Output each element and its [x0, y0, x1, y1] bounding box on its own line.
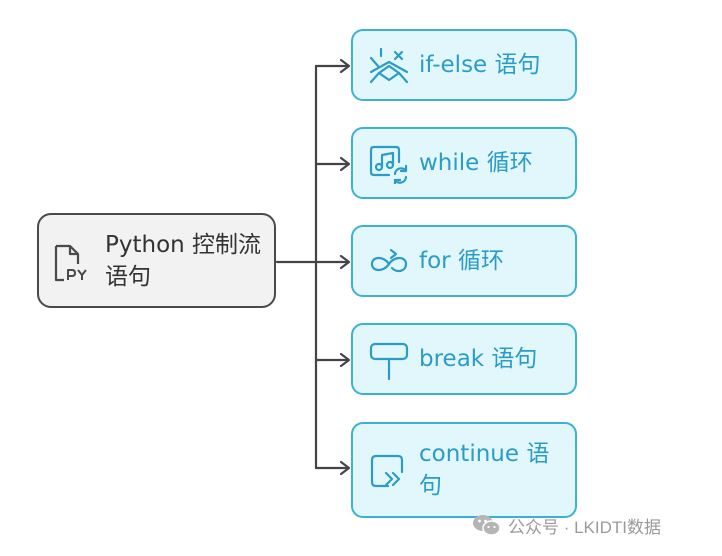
node-if-else[interactable]: if-else 语句 — [351, 29, 577, 101]
node-continue[interactable]: continue 语句 — [351, 422, 577, 518]
wechat-icon — [472, 513, 502, 537]
loop-infinity-icon — [368, 242, 410, 282]
node-label: if-else 语句 — [419, 52, 541, 78]
decision-branch-icon — [368, 46, 410, 86]
node-label: continue 语句 — [419, 441, 550, 499]
node-for[interactable]: for 循环 — [351, 225, 577, 297]
signpost-icon — [368, 340, 410, 380]
root-node[interactable]: Python 控制流语句 — [37, 213, 276, 308]
watermark-text: 公众号 · LKIDTI数据 — [508, 517, 662, 537]
node-label: for 循环 — [419, 248, 504, 274]
watermark: 公众号 · LKIDTI数据 — [472, 510, 661, 540]
node-break[interactable]: break 语句 — [351, 323, 577, 395]
node-label: while 循环 — [419, 150, 533, 176]
node-while[interactable]: while 循环 — [351, 127, 577, 199]
continue-forward-icon — [368, 452, 410, 492]
node-label: break 语句 — [419, 346, 538, 372]
repeat-music-icon — [368, 144, 410, 184]
root-label: Python 控制流语句 — [105, 232, 262, 290]
python-file-icon — [53, 243, 89, 283]
